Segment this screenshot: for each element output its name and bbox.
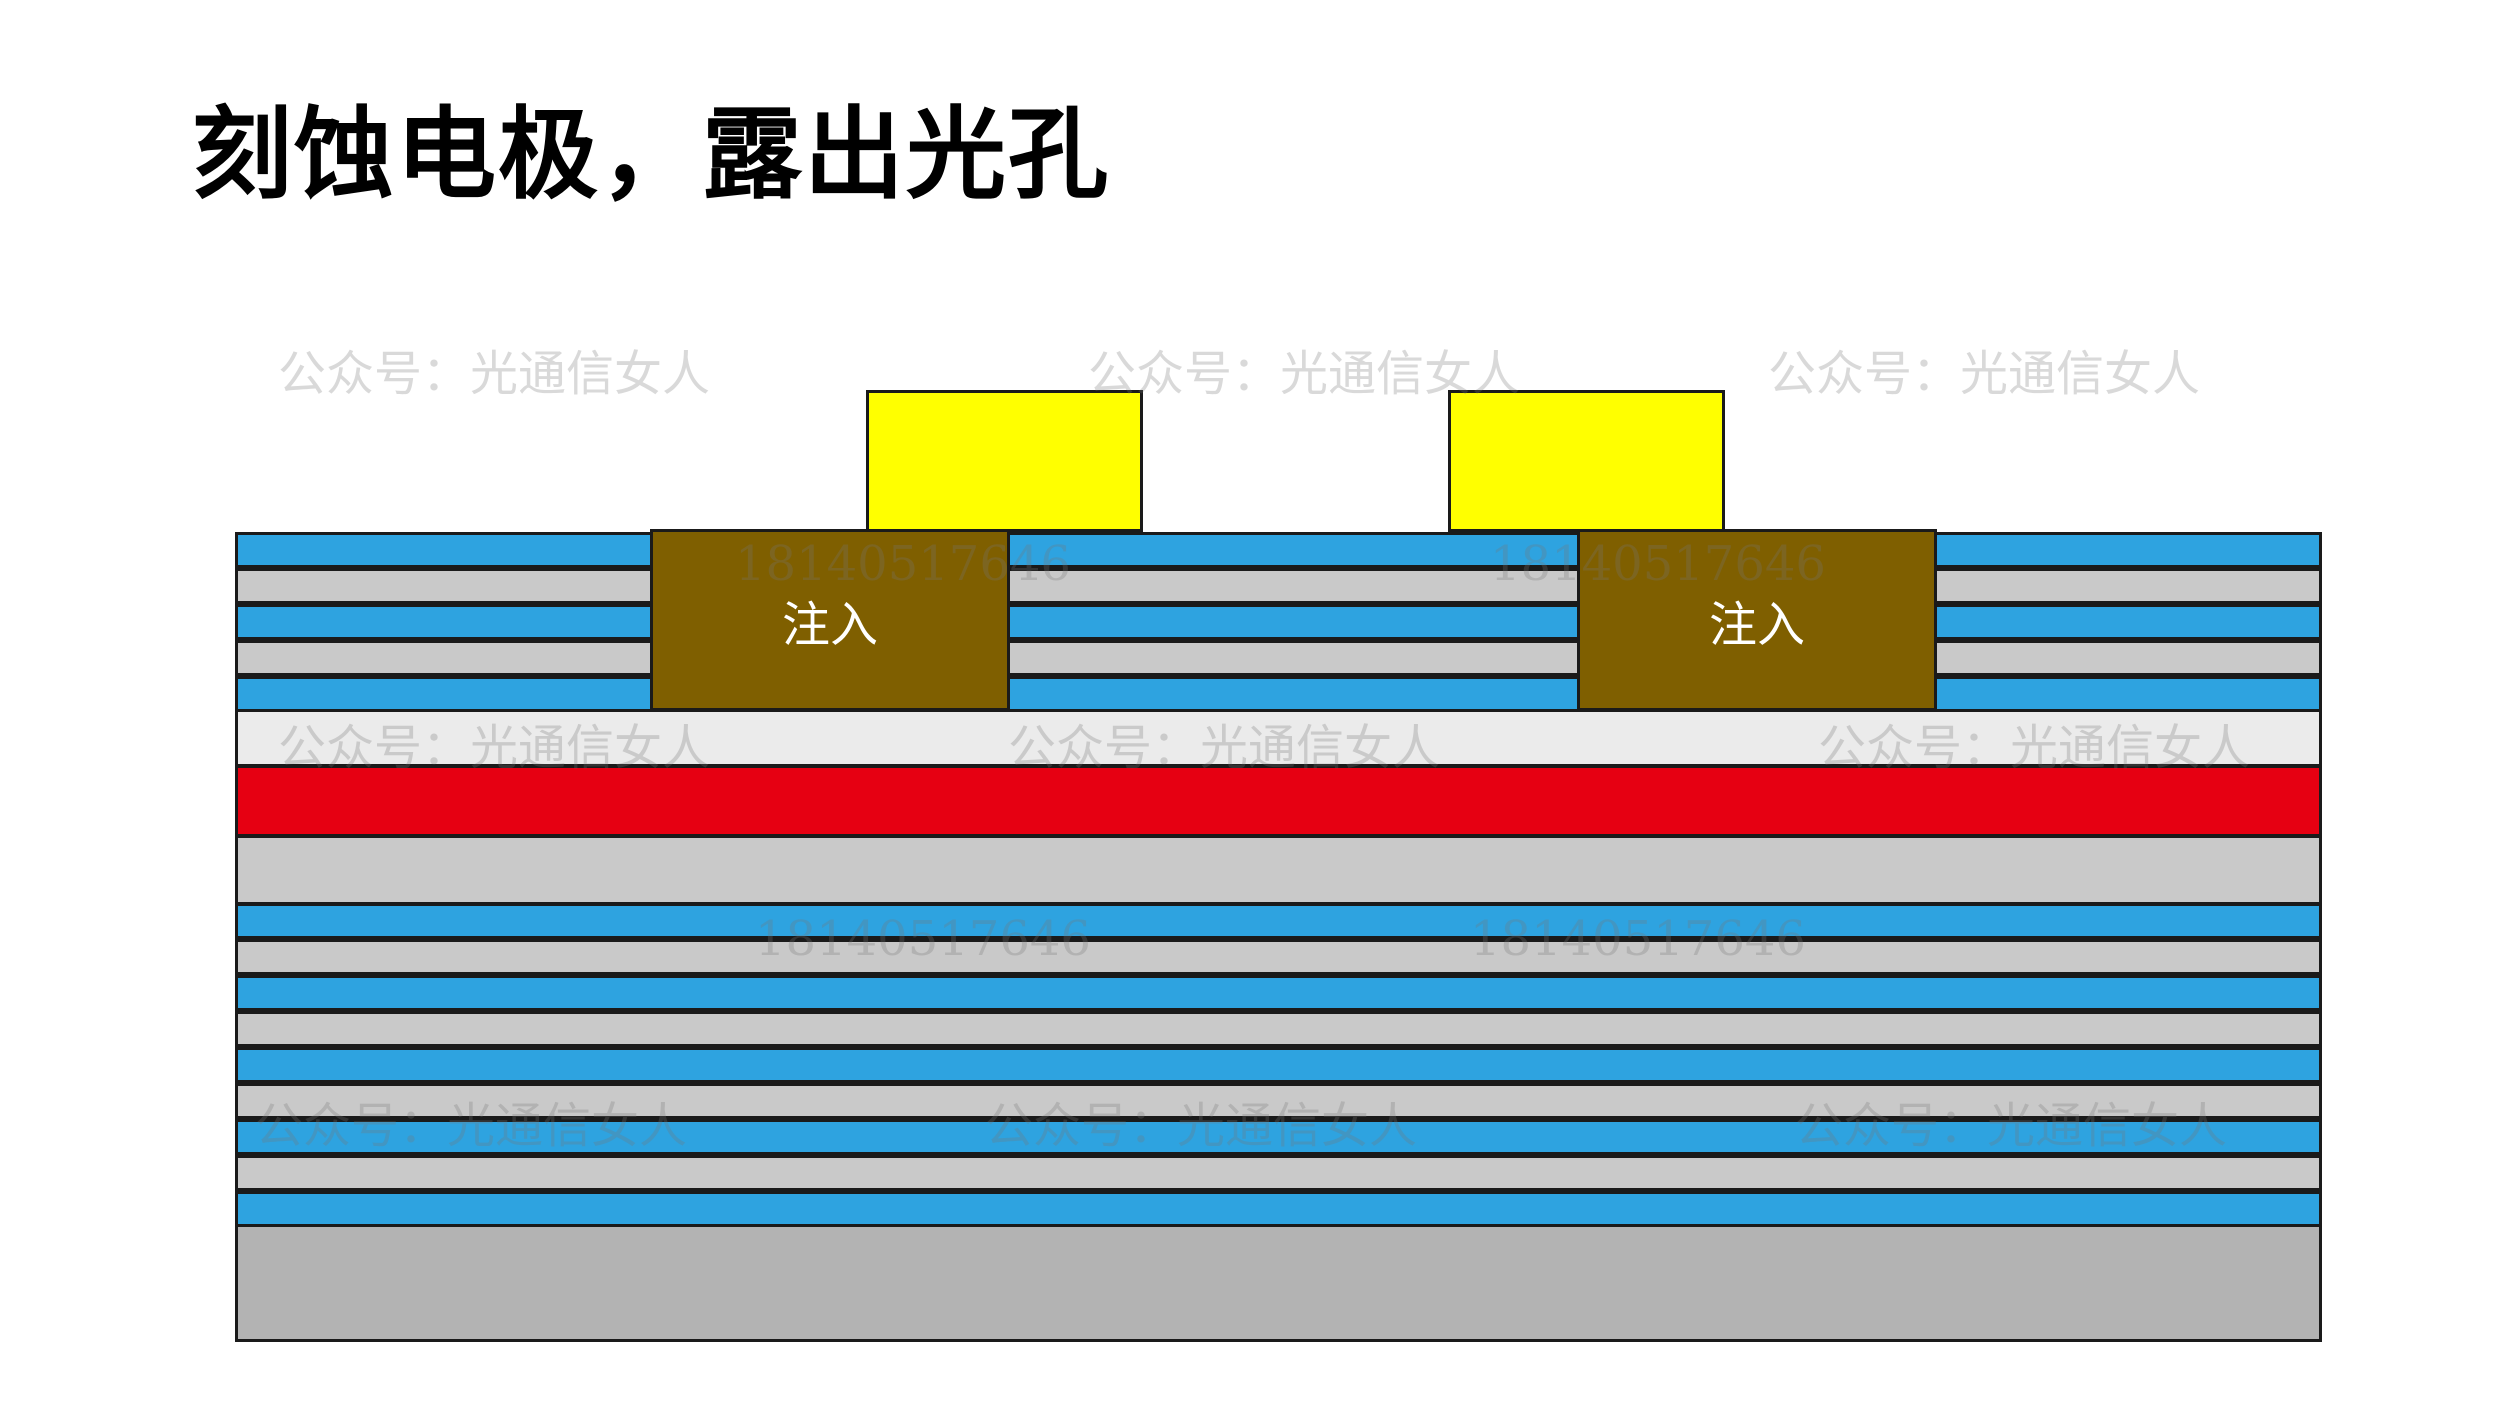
electrode-right: [1448, 390, 1725, 532]
bottom-dbr-high-layer: [235, 903, 2322, 939]
bottom-dbr-low-layer: [235, 1083, 2322, 1119]
implant-region-right: 注入: [1577, 529, 1937, 711]
spacer-layer: [235, 835, 2322, 905]
bottom-dbr-high-layer: [235, 1191, 2322, 1227]
bottom-dbr-high-layer: [235, 1047, 2322, 1083]
implant-label: 注入: [1708, 597, 1805, 653]
implant-region-left: 注入: [650, 529, 1010, 711]
bottom-dbr-high-layer: [235, 1119, 2322, 1155]
top-dbr-high-layer: [235, 676, 2322, 712]
electrode-left: [866, 390, 1143, 532]
active-region-layer: [235, 765, 2322, 837]
implant-label: 注入: [781, 597, 878, 653]
oxide-layer: [235, 709, 2322, 767]
top-dbr-high-layer: [235, 532, 2322, 568]
substrate-layer: [235, 1224, 2322, 1342]
bottom-dbr-low-layer: [235, 1011, 2322, 1047]
bottom-dbr-low-layer: [235, 1155, 2322, 1191]
bottom-dbr-high-layer: [235, 975, 2322, 1011]
page-title: 刻蚀电极，露出光孔: [192, 96, 1110, 213]
top-dbr-high-layer: [235, 604, 2322, 640]
top-dbr-low-layer: [235, 640, 2322, 676]
bottom-dbr-low-layer: [235, 939, 2322, 975]
top-dbr-low-layer: [235, 568, 2322, 604]
